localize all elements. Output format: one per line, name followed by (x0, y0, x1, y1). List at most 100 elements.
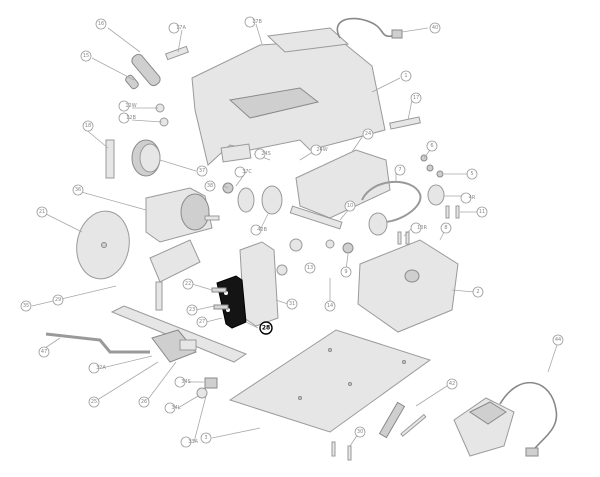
svg-text:38: 38 (207, 183, 213, 189)
svg-text:27: 27 (199, 319, 205, 325)
callout-27: 27 (196, 316, 208, 328)
callout-36: 36 (72, 184, 84, 196)
callout-17b: 17B (244, 16, 262, 28)
svg-text:9: 9 (344, 269, 347, 275)
svg-text:24S: 24S (261, 151, 271, 157)
drive-belt (361, 181, 445, 236)
svg-text:14: 14 (327, 303, 333, 309)
slide-rail (110, 305, 248, 363)
callout-22: 22 (182, 278, 194, 290)
callout-47: 47 (38, 346, 50, 358)
callout-42: 42 (446, 378, 458, 390)
svg-text:3: 3 (204, 435, 207, 441)
svg-text:25: 25 (91, 399, 97, 405)
cutting-disc (76, 210, 130, 280)
svg-text:22: 22 (185, 281, 191, 287)
callout-24: 24 (362, 128, 374, 140)
svg-text:26: 26 (141, 399, 147, 405)
mounting-plate (149, 239, 201, 311)
svg-text:30: 30 (357, 429, 363, 435)
callout-40: 40 (429, 22, 441, 34)
callout-24w: 24W (310, 144, 328, 156)
callout-32a: 32A (88, 362, 106, 374)
vise-block (239, 241, 279, 327)
bracket-frame (295, 116, 421, 219)
callout-35: 35 (20, 300, 32, 312)
callout-38: 38 (204, 180, 216, 192)
callout-12w: 12W (118, 100, 137, 112)
callout-18: 18 (82, 120, 94, 132)
svg-text:5: 5 (470, 171, 473, 177)
svg-text:36: 36 (75, 187, 81, 193)
svg-text:34S: 34S (181, 379, 191, 385)
small-parts-top-left (125, 45, 190, 127)
callout-4r: 4R (460, 192, 476, 204)
leader-lines (31, 23, 559, 447)
callout-24s: 24S (254, 148, 271, 160)
svg-text:40: 40 (432, 25, 438, 31)
svg-text:32A: 32A (96, 365, 106, 371)
motor (145, 187, 220, 243)
gear-box-cover (357, 239, 459, 333)
base-plate (228, 329, 432, 433)
power-cord (336, 17, 403, 39)
callout-17: 17 (410, 92, 422, 104)
callout-13: 13 (304, 262, 316, 274)
svg-text:33A: 33A (188, 439, 198, 445)
svg-text:1: 1 (404, 73, 407, 79)
svg-text:28: 28 (262, 325, 270, 332)
callout-44: 44 (552, 334, 564, 346)
callout-37c: 37C (234, 166, 252, 178)
callout-21: 21 (36, 206, 48, 218)
svg-text:42B: 42B (257, 227, 267, 233)
svg-text:31: 31 (289, 301, 295, 307)
callout-26: 26 (138, 396, 150, 408)
svg-text:17B: 17B (252, 19, 262, 25)
svg-text:13: 13 (307, 265, 313, 271)
svg-text:37C: 37C (242, 169, 252, 175)
base-screws (331, 441, 352, 461)
callout-10: 10 (344, 200, 356, 212)
svg-text:15: 15 (83, 53, 89, 59)
svg-text:24W: 24W (316, 147, 327, 153)
svg-text:12W: 12W (125, 103, 136, 109)
grinding-wheel-pulley (105, 139, 161, 179)
svg-text:11: 11 (479, 209, 485, 215)
svg-text:37: 37 (199, 168, 205, 174)
clamp-knob (196, 377, 218, 399)
callout-9: 9 (340, 266, 352, 278)
callout-34s: 34S (174, 376, 191, 388)
svg-text:47: 47 (41, 349, 47, 355)
handle-rod (45, 332, 150, 354)
svg-text:6: 6 (430, 143, 433, 149)
svg-text:24: 24 (365, 131, 371, 137)
svg-text:35: 35 (23, 303, 29, 309)
callout-25: 25 (88, 396, 100, 408)
small-hardware-right (397, 154, 460, 245)
callout-42b: 42B (250, 224, 267, 236)
svg-text:4R: 4R (469, 195, 476, 201)
callout-33a: 33A (180, 436, 198, 448)
svg-text:2: 2 (476, 289, 479, 295)
highlighted-part-28 (211, 275, 247, 329)
callout-11: 11 (476, 206, 488, 218)
top-cover-housing (191, 27, 386, 166)
svg-text:10R: 10R (417, 225, 427, 231)
callout-37: 37 (196, 165, 208, 177)
svg-text:12B: 12B (126, 115, 136, 121)
svg-text:18: 18 (85, 123, 91, 129)
callout-12b: 12B (118, 112, 136, 124)
callout-17a: 17A (168, 22, 186, 34)
callout-14: 14 (324, 300, 336, 312)
callout-3: 3 (200, 432, 212, 444)
svg-text:17A: 17A (176, 25, 186, 31)
callout-7: 7 (394, 164, 406, 176)
svg-text:7: 7 (398, 167, 401, 173)
callout-34l: 34L (164, 402, 181, 414)
callout-10r: 10R (410, 222, 427, 234)
svg-text:44: 44 (555, 337, 561, 343)
callout-30: 30 (354, 426, 366, 438)
svg-text:34L: 34L (171, 405, 180, 411)
svg-text:21: 21 (39, 209, 45, 215)
